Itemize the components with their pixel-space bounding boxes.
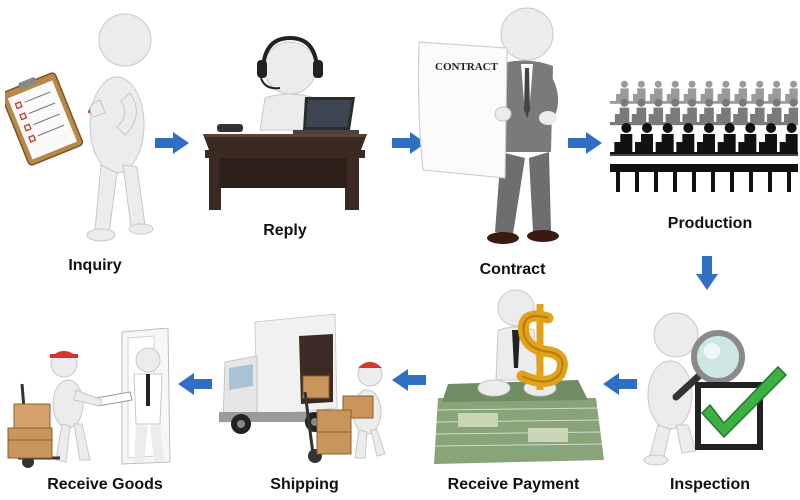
hand-truck-icon — [303, 391, 352, 463]
step-label-production: Production — [667, 215, 753, 232]
step-label-receive-payment: Receive Payment — [447, 476, 580, 493]
production-line-icon — [610, 80, 798, 192]
step-label-inspection: Inspection — [669, 476, 750, 493]
clipboard-icon — [5, 72, 84, 166]
contract-document: CONTRACT — [417, 41, 508, 179]
arrow-right-icon — [392, 132, 426, 154]
receive-payment-illustration — [428, 288, 608, 470]
step-label-reply: Reply — [263, 222, 307, 239]
reply-illustration — [195, 30, 375, 215]
inquiry-illustration — [5, 5, 155, 255]
step-label-shipping: Shipping — [270, 476, 339, 493]
contract-illustration: CONTRACT — [415, 2, 565, 260]
shipping-illustration — [215, 312, 390, 468]
arrow-left-icon — [178, 373, 212, 395]
step-label-contract: Contract — [479, 261, 546, 278]
magnifier-icon — [672, 330, 745, 401]
money-stack-icon — [434, 380, 604, 464]
arrow-left-icon — [603, 373, 637, 395]
receive-goods-illustration — [4, 328, 174, 470]
arrow-right-icon — [155, 132, 189, 154]
contract-sign-text: CONTRACT — [435, 61, 499, 73]
dollar-icon — [516, 304, 568, 390]
step-label-inquiry: Inquiry — [68, 257, 122, 274]
checkmark-box-icon — [695, 365, 788, 450]
arrow-right-icon — [568, 132, 602, 154]
step-label-receive-goods: Receive Goods — [47, 476, 163, 493]
production-illustration — [610, 70, 798, 195]
arrow-left-icon — [392, 369, 426, 391]
laptop-icon — [293, 97, 359, 134]
headset-icon — [257, 35, 323, 90]
inspection-illustration — [636, 305, 796, 473]
hand-truck-icon — [7, 383, 60, 468]
arrow-down-icon — [696, 256, 718, 290]
